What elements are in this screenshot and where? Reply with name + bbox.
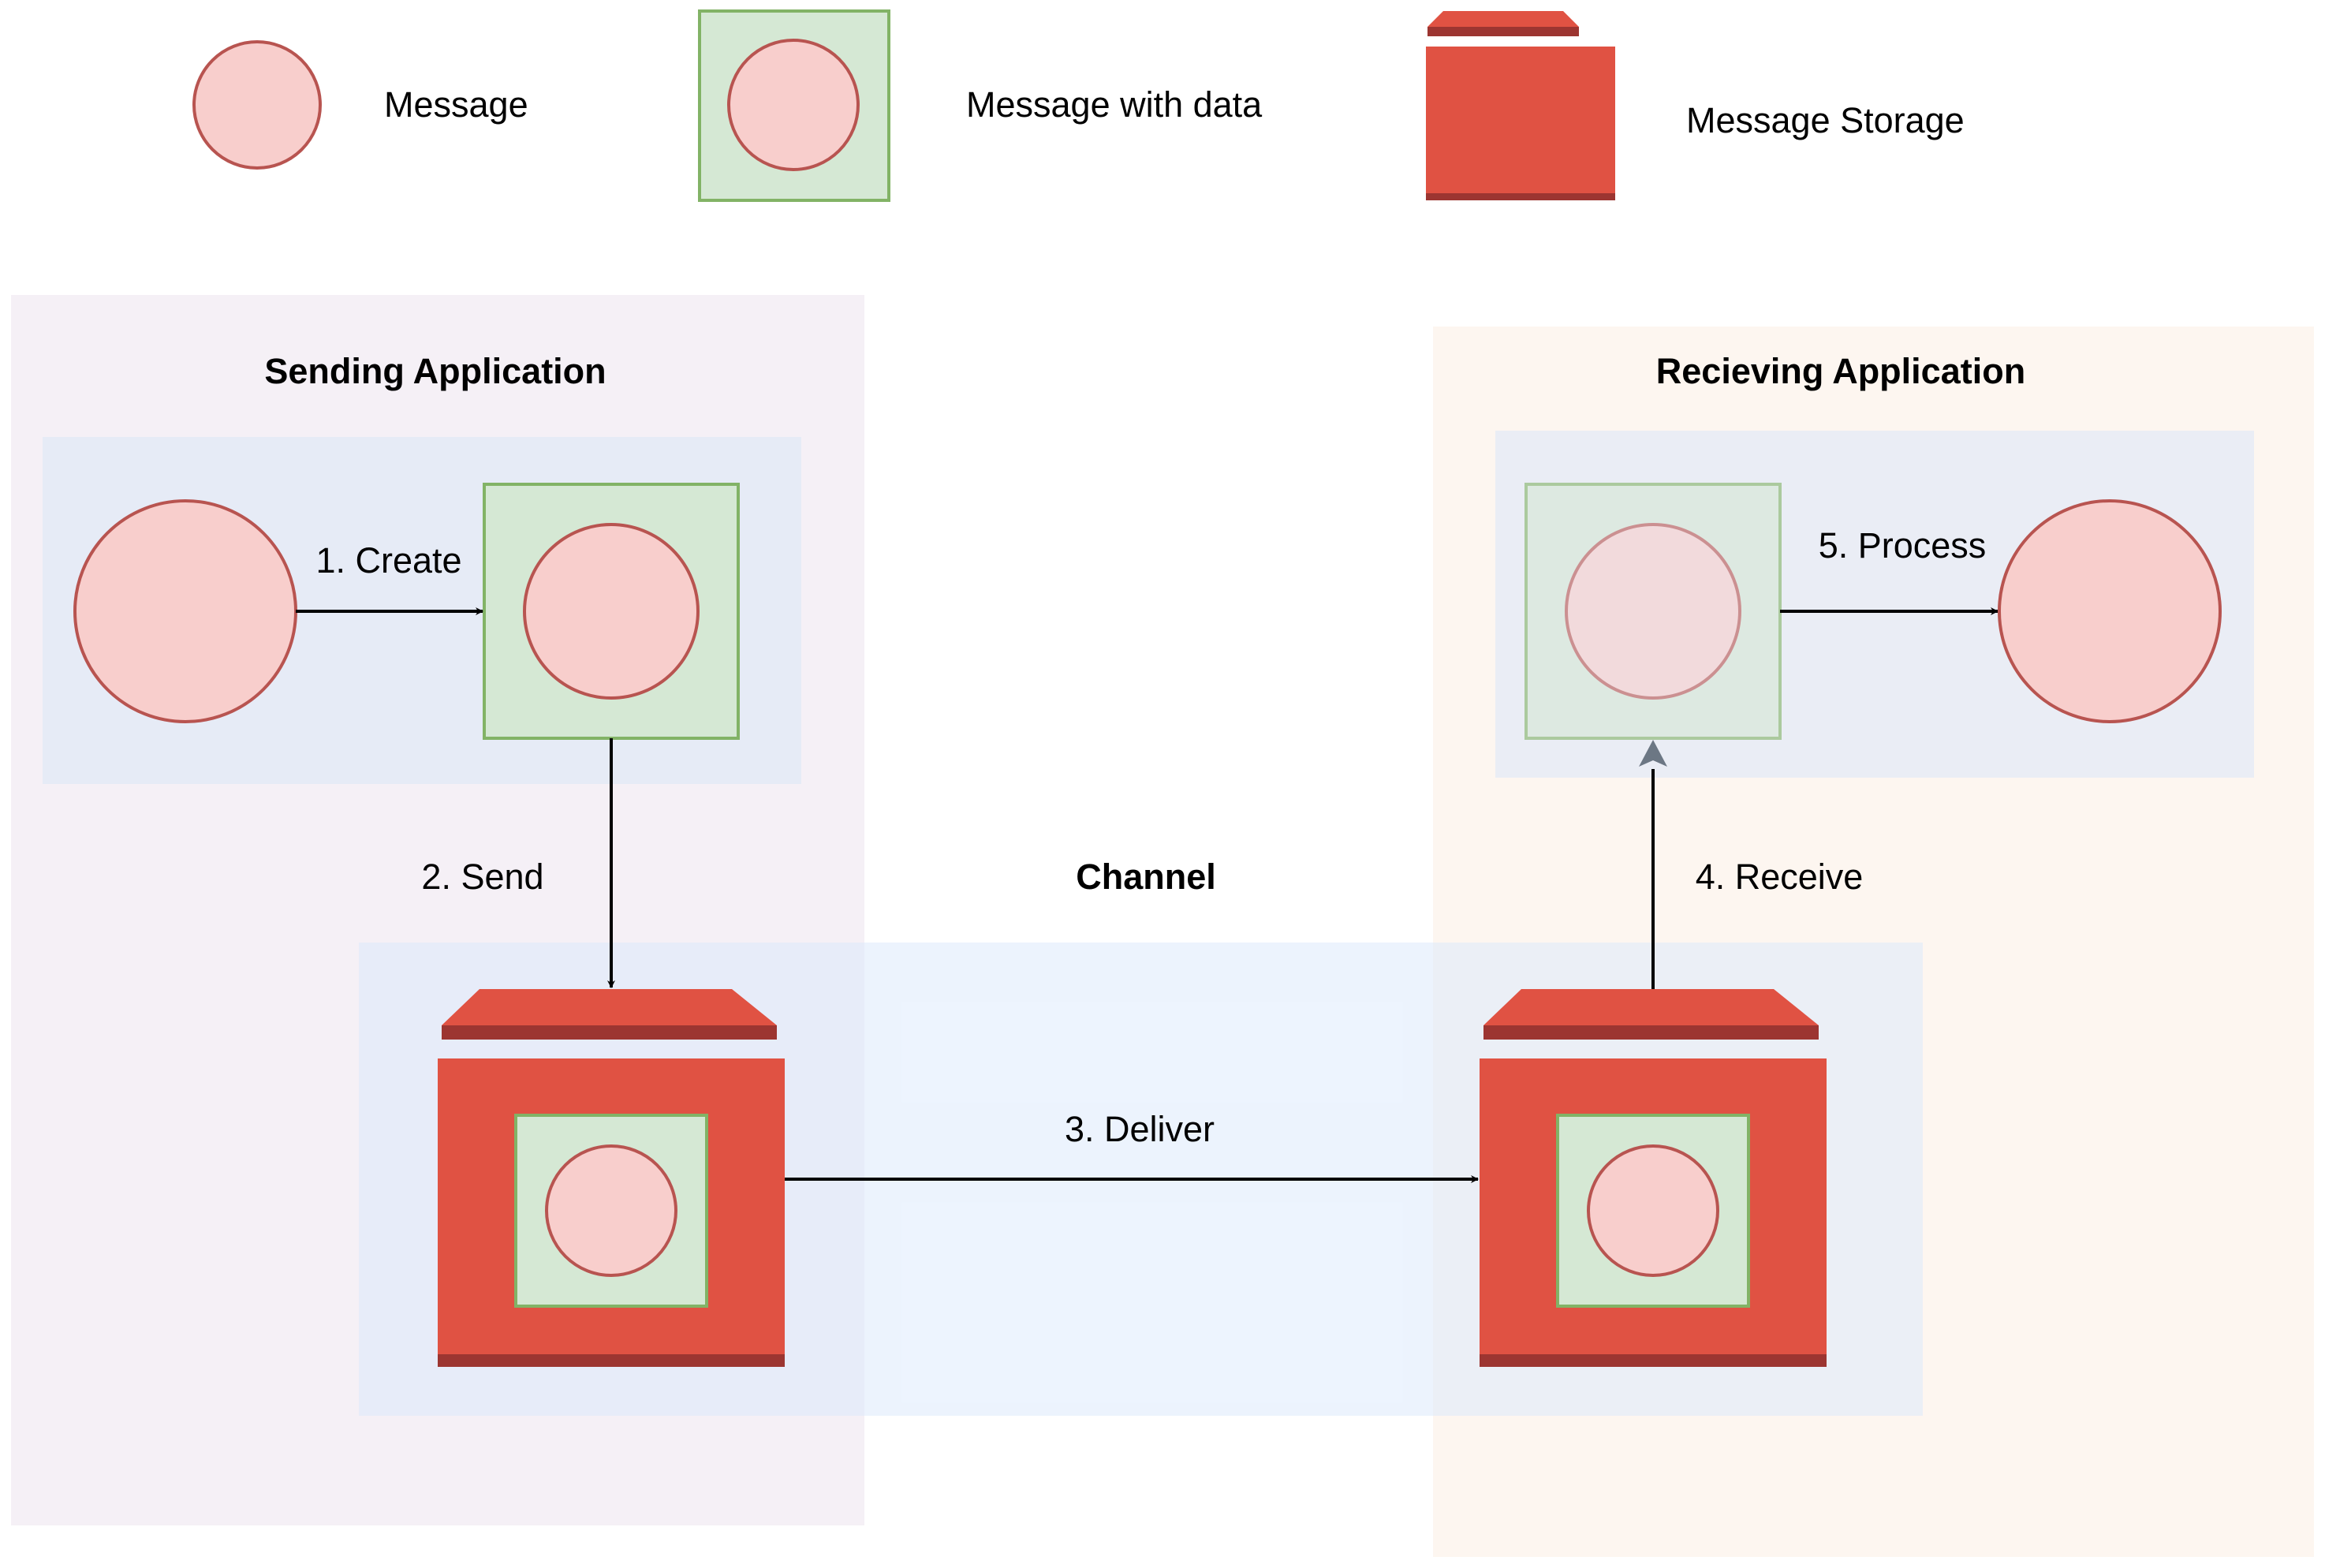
receive-step-label: 4. Receive (1696, 857, 1864, 897)
legend-message-label: Message (384, 84, 528, 125)
legend-message-storage-icon (1426, 11, 1615, 200)
sender-message-storage-icon (438, 989, 785, 1367)
sending-application-title: Sending Application (264, 351, 606, 391)
legend: Message Message with data Message Storag… (192, 9, 1965, 202)
legend-message-storage-label: Message Storage (1686, 100, 1965, 140)
process-step-label: 5. Process (1819, 525, 1987, 566)
sending-message-icon (73, 499, 297, 723)
channel-title: Channel (1076, 857, 1216, 897)
receiver-message-storage-icon (1480, 989, 1827, 1367)
legend-message-with-data-label: Message with data (966, 84, 1263, 125)
receive-arrowhead-icon (1639, 740, 1667, 767)
sending-message-with-data-icon (483, 483, 740, 740)
deliver-step-label: 3. Deliver (1065, 1109, 1215, 1149)
create-step-label: 1. Create (315, 540, 461, 581)
receiving-application-title: Recieving Application (1656, 351, 2025, 391)
legend-message-icon (192, 40, 322, 170)
receiving-message-icon (1998, 499, 2222, 723)
legend-message-with-data-icon (698, 9, 890, 202)
receiving-message-with-data-icon (1524, 483, 1782, 740)
send-step-label: 2. Send (421, 857, 543, 897)
